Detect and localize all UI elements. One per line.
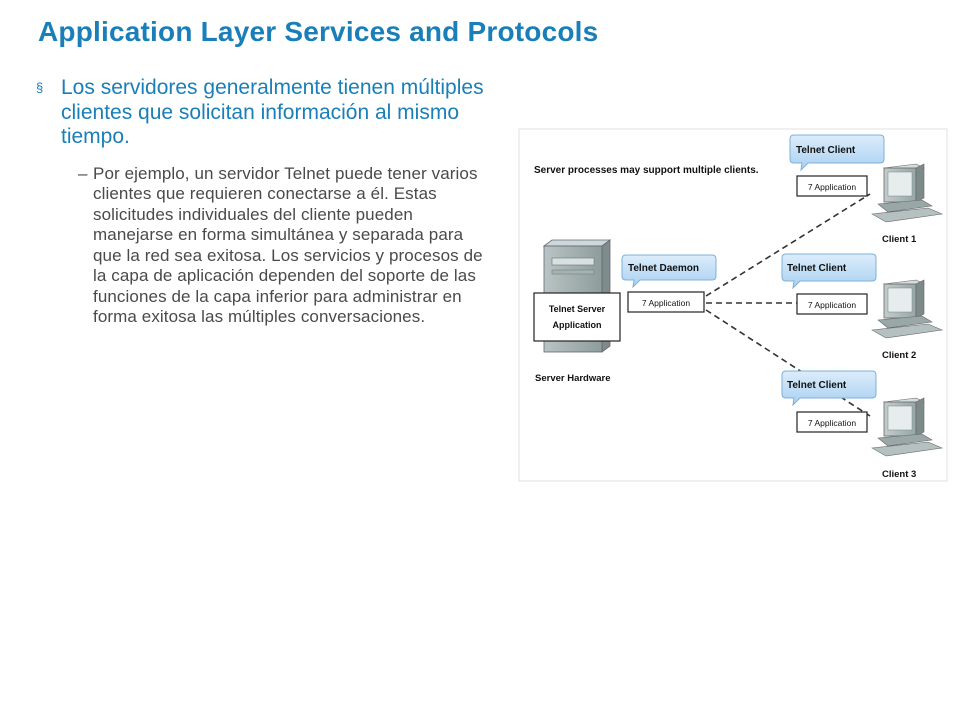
client-1-group: Telnet Client 7 Application Client 1 xyxy=(789,134,944,245)
telnet-client-bubble xyxy=(781,253,877,290)
slide-title: Application Layer Services and Protocols xyxy=(38,16,599,47)
bullet-text: Los servidores generalmente tienen múlti… xyxy=(61,76,484,148)
bullet-list: § Los servidores generalmente tienen múl… xyxy=(36,76,496,328)
server-layer-label: 7 Application xyxy=(642,298,690,308)
telnet-diagram: Server processes may support multiple cl… xyxy=(518,128,948,482)
client-layer-box xyxy=(796,411,868,433)
server-layer-box xyxy=(627,291,705,313)
server-hardware-label: Server Hardware xyxy=(535,373,611,384)
client-name: Client 2 xyxy=(882,350,916,361)
client-3-group: Telnet Client 7 Application Client 3 xyxy=(781,370,944,480)
client-layer-label: 7 Application xyxy=(808,418,856,428)
sub-bullet-text: Por ejemplo, un servidor Telnet puede te… xyxy=(93,163,483,327)
telnet-daemon-bubble xyxy=(621,254,717,289)
computer-icon xyxy=(871,279,944,339)
bullet-marker-icon: § xyxy=(36,80,44,95)
computer-icon xyxy=(871,397,944,457)
sub-bullet-dash: – xyxy=(78,163,88,183)
telnet-client-bubble xyxy=(789,134,885,172)
server-app-line2: Application xyxy=(553,320,602,330)
client-name: Client 3 xyxy=(882,469,916,480)
telnet-client-label: Telnet Client xyxy=(787,380,847,391)
client-2-group: Telnet Client 7 Application Client 2 xyxy=(781,253,944,361)
computer-icon xyxy=(871,163,944,223)
sub-bullet-item: – Por ejemplo, un servidor Telnet puede … xyxy=(36,164,496,328)
telnet-client-label: Telnet Client xyxy=(796,145,856,156)
bullet-item: § Los servidores generalmente tienen múl… xyxy=(36,76,496,150)
server-app-line1: Telnet Server xyxy=(549,304,606,314)
telnet-daemon-label: Telnet Daemon xyxy=(628,263,699,274)
client-layer-label: 7 Application xyxy=(808,182,856,192)
telnet-client-label: Telnet Client xyxy=(787,263,847,274)
telnet-client-bubble xyxy=(781,370,877,407)
client-name: Client 1 xyxy=(882,234,917,245)
connection-line-client-1 xyxy=(705,193,871,297)
server-app-box xyxy=(533,292,621,342)
client-layer-label: 7 Application xyxy=(808,300,856,310)
client-layer-box xyxy=(796,293,868,315)
client-layer-box xyxy=(796,175,868,197)
diagram-caption: Server processes may support multiple cl… xyxy=(534,165,759,176)
